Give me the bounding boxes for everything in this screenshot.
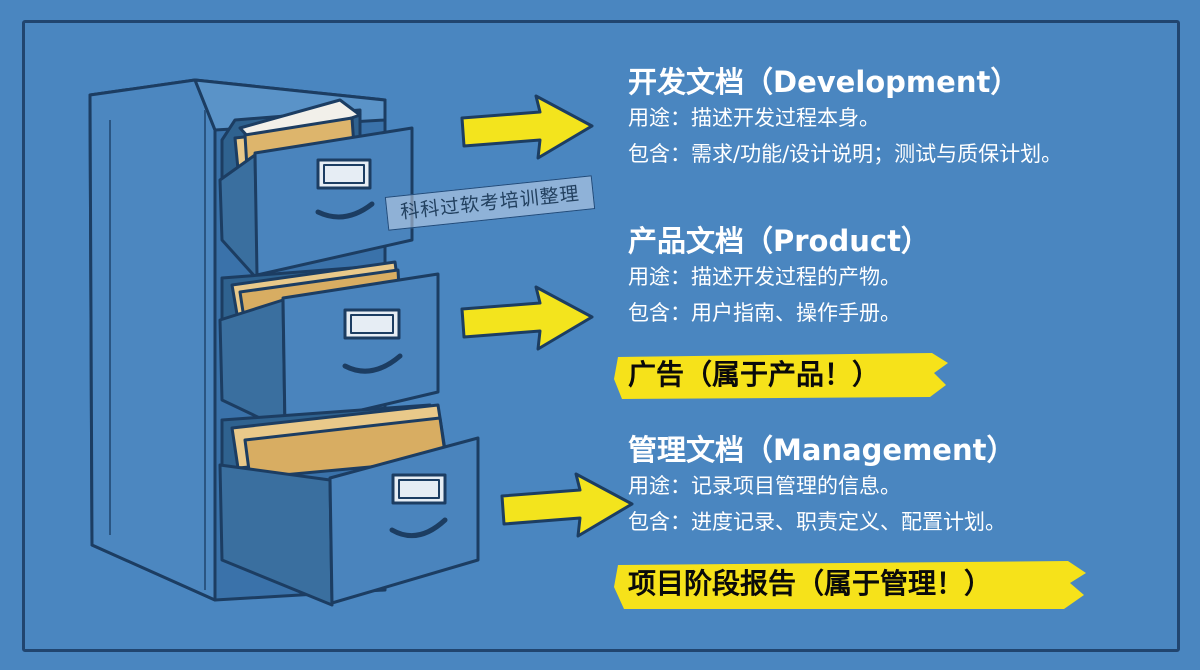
drawer-middle [218, 260, 440, 432]
highlight-stroke [614, 561, 1086, 609]
arrow-icon [460, 285, 594, 351]
highlight-stroke [614, 353, 948, 399]
section-contains: 包含：用户指南、操作手册。 [628, 301, 901, 325]
section-contains: 包含：需求/功能/设计说明；测试与质保计划。 [628, 142, 1063, 166]
section-management: 管理文档（Management） 用途：记录项目管理的信息。 包含：进度记录、职… [628, 432, 1015, 540]
section-title: 管理文档（Management） [628, 433, 1016, 467]
section-title: 开发文档（Development） [628, 65, 1020, 99]
section-product: 产品文档（Product） 用途：描述开发过程的产物。 包含：用户指南、操作手册… [628, 223, 930, 331]
drawer-bottom [218, 403, 480, 607]
border-frame [22, 20, 1180, 652]
section-contains: 包含：进度记录、职责定义、配置计划。 [628, 510, 1006, 534]
section-use: 用途：描述开发过程的产物。 [628, 265, 901, 289]
section-development: 开发文档（Development） 用途：描述开发过程本身。 包含：需求/功能/… [628, 64, 1062, 172]
section-title: 产品文档（Product） [628, 224, 930, 258]
highlight-note-product: 广告（属于产品！） [628, 358, 881, 391]
highlight-note-management: 项目阶段报告（属于管理！） [628, 567, 993, 600]
arrow-icon [460, 94, 594, 160]
section-use: 用途：记录项目管理的信息。 [628, 474, 901, 498]
arrow-icon [500, 472, 634, 538]
section-use: 用途：描述开发过程本身。 [628, 106, 880, 130]
